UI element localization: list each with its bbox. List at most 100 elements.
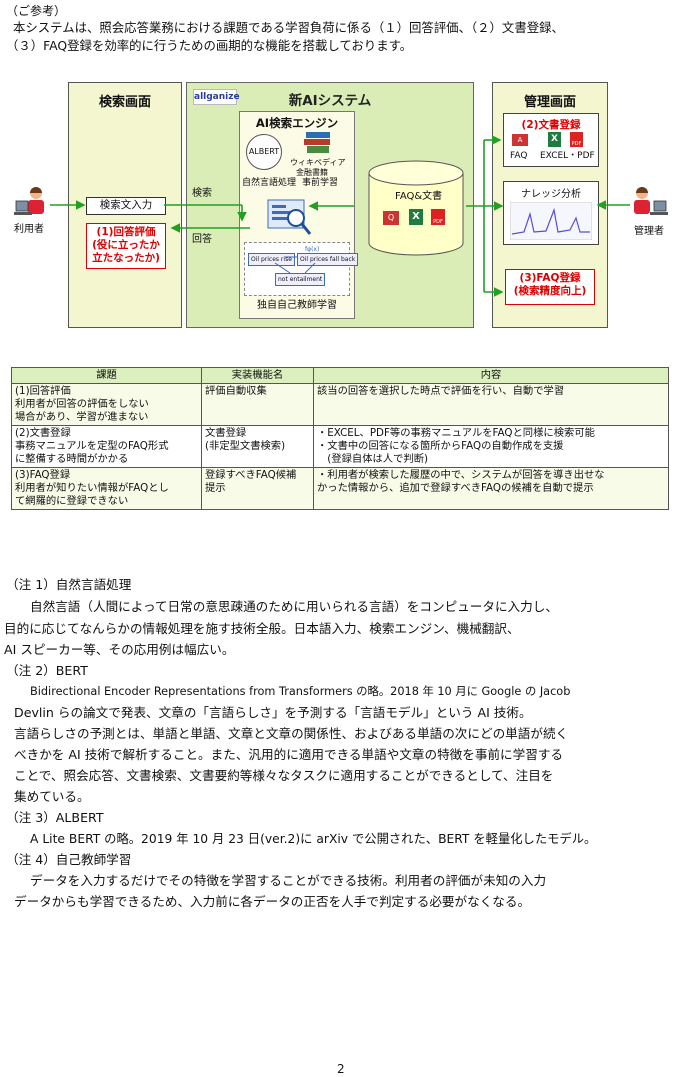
content-line: (登録自体は人で判断) [317, 453, 429, 465]
issue-line: 利用者が回答の評価をしない [15, 398, 149, 410]
note-2-title: （注 2）BERT [6, 663, 88, 678]
nlp-label: 自然言語処理 [242, 178, 297, 188]
doc-reg-label: (2)文書登録 [521, 119, 581, 131]
pretrain-label: 事前学習 [302, 178, 339, 188]
self-learning-label: 独自自己教師学習 [257, 300, 337, 311]
knowledge-chart-icon [510, 202, 592, 240]
content-line: ・文書中の回答になる箇所からFAQの自動作成を支援 [317, 440, 564, 452]
books-icon [304, 132, 330, 153]
note-2-line-3: 言語らしさの予測とは、単語と単語、文章と文章の関係性、およびある単語の次にどの単… [14, 726, 569, 741]
header-content: 内容 [313, 367, 669, 384]
header-issue: 課題 [11, 367, 202, 384]
admin-panel-title: 管理画面 [523, 95, 576, 110]
issue-line: 利用者が知りたい情報がFAQとし [15, 482, 169, 494]
content-line: ・利用者が検索した履歴の中で、システムが回答を導き出せな [317, 469, 605, 481]
wiki-line-2: 金融書籍 [296, 168, 328, 177]
faq-reg-box: (3)FAQ登録 (検索精度向上) [505, 269, 595, 305]
content-cell: ・利用者が検索した履歴の中で、システムが回答を導き出せな かった情報から、追加で… [313, 467, 669, 510]
graph-top: Oil prices rise [248, 253, 295, 266]
answer-eval-box: (1)回答評価 (役に立ったか 立たなったか) [86, 223, 166, 269]
content-cell: ・EXCEL、PDF等の事務マニュアルをFAQと同様に検索可能 ・文書中の回答に… [313, 425, 669, 468]
issue-line: に整備する時間がかかる [15, 453, 129, 465]
note-2-line-2: Devlin らの論文で発表、文章の「言語らしさ」を予測する「言語モデル」という… [14, 705, 532, 720]
pdf-icon: PDF [431, 209, 445, 225]
feature-cell: 文書登録 (非定型文書検索) [201, 425, 314, 468]
issue-line: (3)FAQ登録 [15, 469, 71, 481]
note-1-line-2: 目的に応じてなんらかの情報処理を施す技術全般。日本語入力、検索エンジン、機械翻訳… [4, 621, 520, 636]
search-arrow-label: 検索 [192, 188, 212, 199]
intro-line-1: 本システムは、照会応答業務における課題である学習負荷に係る（１）回答評価、（２）… [13, 20, 564, 35]
excel-pdf-label: EXCEL・PDF [540, 151, 595, 161]
excel-icon: X [409, 209, 423, 225]
search-input-box: 検索文入力 [86, 197, 166, 215]
eval-line-2: (役に立ったか [92, 239, 160, 251]
feature-line: (非定型文書検索) [205, 440, 286, 452]
user-icon [14, 187, 44, 215]
issue-cell: (1)回答評価 利用者が回答の評価をしない 場合があり、学習が進まない [11, 383, 202, 426]
search-panel-title: 検索画面 [98, 95, 151, 110]
feature-cell: 登録すべきFAQ候補 提示 [201, 467, 314, 510]
doc-pdf-icon: PDF [570, 132, 583, 147]
graph-links [274, 256, 316, 274]
answer-arrow-label: 回答 [192, 234, 212, 245]
feature-table: 課題 実装機能名 内容 (1)回答評価 利用者が回答の評価をしない 場合があり、… [11, 367, 669, 510]
note-4-title: （注 4）自己教師学習 [6, 852, 132, 867]
table-row: (3)FAQ登録 利用者が知りたい情報がFAQとし て網羅的に登録できない 登録… [11, 467, 669, 510]
doc-excel-icon: X [548, 132, 561, 147]
graph-mid: Oil prices fall back [297, 253, 359, 266]
issue-line: (2)文書登録 [15, 427, 71, 439]
qa-icon: Q [383, 211, 399, 225]
note-2-line-4: べきかを AI 技術で解析すること。また、汎用的に適用できる単語や文章の特徴を事… [14, 747, 564, 762]
note-1-title: （注 1）自然言語処理 [6, 577, 132, 592]
note-1-line-3: AI スピーカー等、その応用例は幅広い。 [4, 642, 235, 657]
faq-qa-icon: A [512, 134, 528, 146]
knowledge-box: ナレッジ分析 [503, 181, 599, 245]
issue-line: 事務マニュアルを定型のFAQ形式 [15, 440, 169, 452]
knowledge-label: ナレッジ分析 [521, 189, 581, 200]
faq-label: FAQ [510, 151, 528, 161]
issue-cell: (3)FAQ登録 利用者が知りたい情報がFAQとし て網羅的に登録できない [11, 467, 202, 510]
feature-line: 文書登録 [205, 427, 247, 439]
feature-line: 提示 [205, 482, 226, 494]
issue-line: て網羅的に登録できない [15, 495, 129, 507]
page-number: 2 [337, 1062, 345, 1076]
content-cell: 該当の回答を選択した時点で評価を行い、自動で学習 [313, 383, 669, 426]
graph-fx: fφ(x) [305, 246, 320, 253]
search-engine-icon [267, 199, 312, 235]
note-3-line-1: A Lite BERT の略。2019 年 10 月 23 日(ver.2)に … [30, 832, 597, 846]
issue-cell: (2)文書登録 事務マニュアルを定型のFAQ形式 に整備する時間がかかる [11, 425, 202, 468]
ai-panel-title: 新AIシステム [288, 93, 372, 109]
content-line: 該当の回答を選択した時点で評価を行い、自動で学習 [317, 385, 565, 397]
feature-line: 評価自動収集 [205, 385, 267, 397]
table-header-row: 課題 実装機能名 内容 [11, 367, 669, 384]
wiki-line-1: ウィキペディア [290, 158, 346, 167]
table-row: (2)文書登録 事務マニュアルを定型のFAQ形式 に整備する時間がかかる 文書登… [11, 425, 669, 468]
albert-badge: ALBERT [246, 134, 282, 170]
doc-reg-box: (2)文書登録 A X PDF FAQ EXCEL・PDF [503, 113, 599, 167]
faq-reg-line-1: (3)FAQ登録 [519, 272, 581, 284]
eval-line-3: 立たなったか) [92, 252, 160, 264]
ai-engine-box: AI検索エンジン ALBERT ウィキペディア 金融書籍 自然言語処理 事前学習… [239, 111, 359, 319]
intro-heading: （ご参考） [6, 4, 67, 18]
note-2-line-6: 集めている。 [14, 789, 90, 804]
note-3-title: （注 3）ALBERT [6, 810, 104, 825]
note-2-line-5: ことで、照会応答、文書検索、文書要約等様々なタスクに適用することができるとして、… [14, 768, 554, 783]
content-line: ・EXCEL、PDF等の事務マニュアルをFAQと同様に検索可能 [317, 427, 595, 439]
content-line: かった情報から、追加で登録すべきFAQの候補を自動で提示 [317, 482, 594, 494]
faq-reg-line-2: (検索精度向上) [513, 285, 587, 297]
note-2-line-1: Bidirectional Encoder Representations fr… [30, 685, 571, 698]
admin-icon [634, 187, 668, 215]
feature-line: 登録すべきFAQ候補 [205, 469, 297, 481]
issue-line: 場合があり、学習が進まない [15, 411, 149, 423]
admin-panel: 管理画面 (2)文書登録 A X PDF FAQ EXCEL・PDF ナレッジ分… [492, 82, 608, 328]
note-1-line-1: 自然言語（人間によって日常の意思疎通のために用いられる言語）をコンピュータに入力… [30, 599, 558, 614]
flow-arrows [50, 135, 630, 297]
faq-doc-label: FAQ&文書 [395, 191, 443, 202]
allganize-logo: allganize [193, 89, 240, 105]
graph-bottom: not entailment [275, 273, 326, 286]
issue-line: (1)回答評価 [15, 385, 71, 397]
ai-system-panel: allganize 新AIシステム AI検索エンジン ALBERT ウィキペディ… [186, 82, 474, 328]
admin-label: 管理者 [634, 226, 664, 237]
note-4-line-2: データからも学習できるため、入力前に各データの正否を人手で判定する必要がなくなる… [14, 894, 531, 909]
eval-line-1: (1)回答評価 [96, 226, 156, 238]
